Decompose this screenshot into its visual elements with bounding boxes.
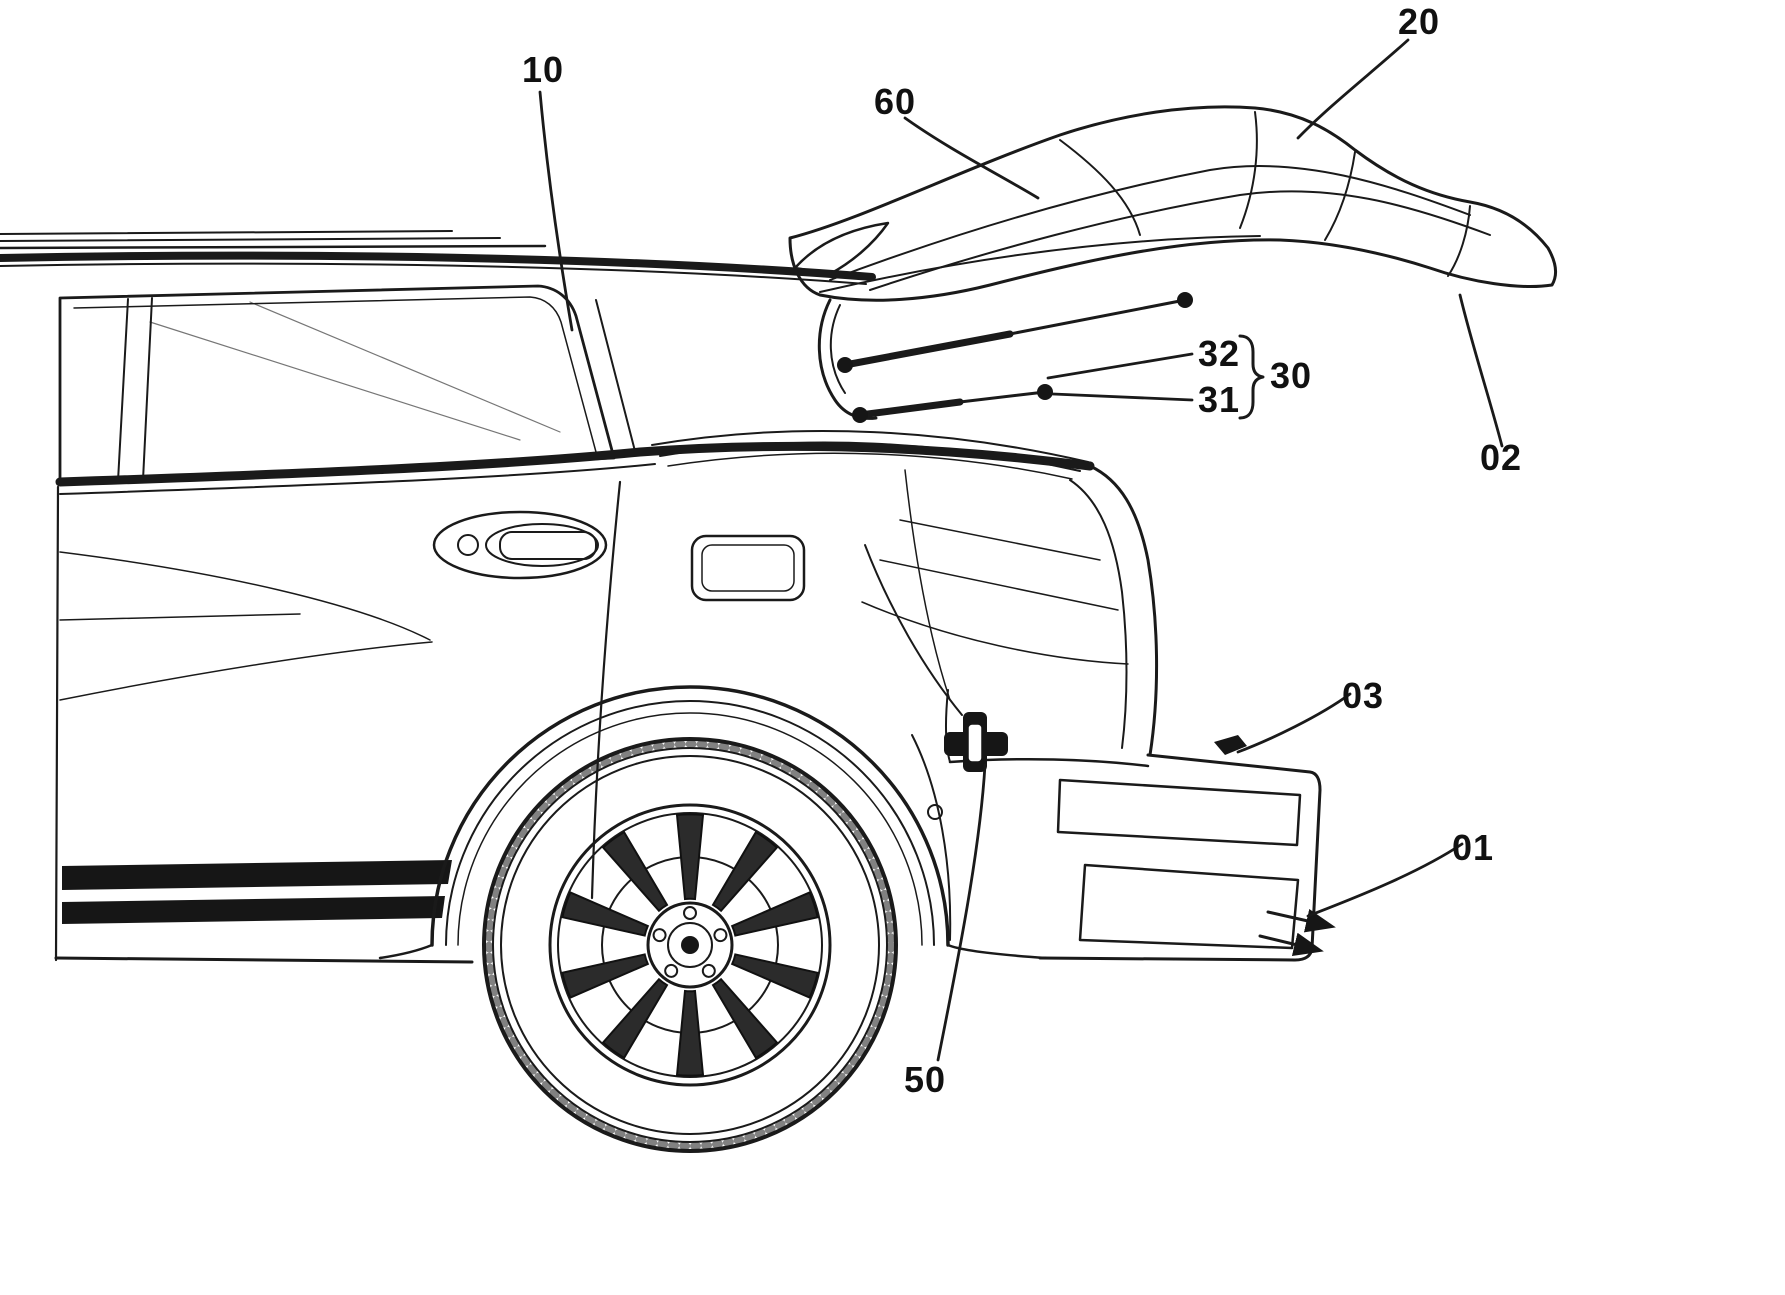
- vehicle-body: [0, 221, 1159, 964]
- latch-drive-unit: [864, 544, 1008, 820]
- ref-label-30: 30: [1270, 355, 1313, 396]
- leader-60: [903, 116, 1040, 200]
- leader-10: [538, 90, 574, 332]
- lug-nuts: [651, 906, 729, 981]
- ref-label-32: 32: [1198, 333, 1241, 374]
- ref-label-20: 20: [1398, 1, 1441, 42]
- leader-20: [1296, 38, 1410, 140]
- leader-lines: [538, 38, 1504, 1062]
- leader-32: [1046, 352, 1194, 380]
- ref-label-31: 31: [1198, 379, 1241, 420]
- ref-label-10: 10: [522, 49, 565, 90]
- ref-label-50: 50: [904, 1059, 947, 1100]
- leader-31: [1051, 392, 1194, 402]
- leader-01: [1306, 842, 1464, 918]
- leader-50: [936, 763, 987, 1062]
- ref-label-03: 03: [1342, 675, 1385, 716]
- ref-label-02: 02: [1480, 437, 1523, 478]
- leader-02: [1458, 293, 1504, 448]
- ref-label-01: 01: [1452, 827, 1495, 868]
- rear-wheel: [482, 737, 898, 1153]
- open-tailgate: [788, 105, 1557, 302]
- wheel-spokes: [560, 813, 820, 1077]
- leader-03: [1236, 692, 1352, 754]
- striker-component: [1214, 735, 1247, 755]
- ref-label-60: 60: [874, 81, 917, 122]
- exhaust-arrows: [1258, 909, 1336, 957]
- gas-strut-assembly: [817, 292, 1193, 423]
- rear-bumper: [948, 735, 1336, 962]
- brace-30: [1238, 334, 1265, 420]
